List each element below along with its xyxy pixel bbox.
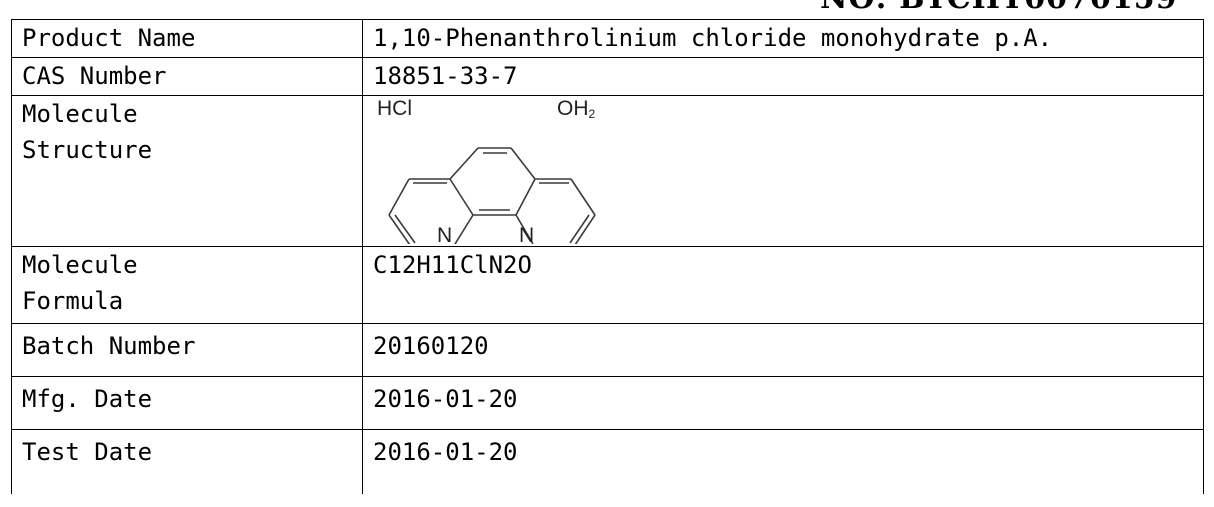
row-label: Molecule Formula [11,246,363,324]
row-label: Mfg. Date [11,376,363,430]
table-row-cas-number: CAS Number 18851-33-7 [11,57,1204,96]
cas-number-value: 18851-33-7 [362,57,1204,96]
phenanthroline-structure-icon: N N [388,147,596,244]
table-row-mfg-date: Mfg. Date 2016-01-20 [11,376,1204,430]
mfg-date-value: 2016-01-20 [362,376,1204,430]
product-name-value: 1,10-Phenanthrolinium chloride monohydra… [362,19,1204,58]
svg-text:N: N [519,224,534,244]
table-row-batch-number: Batch Number 20160120 [11,323,1204,377]
batch-number-value: 20160120 [362,323,1204,377]
row-label: Product Name [11,19,363,58]
test-date-value: 2016-01-20 [362,429,1204,494]
row-label: Molecule Structure [11,95,363,247]
svg-text:N: N [437,224,452,244]
table-row-molecule-formula: Molecule Formula C12H11ClN2O [11,246,1204,324]
molecule-structure-cell: HCl OH2 [362,95,1204,247]
row-label: CAS Number [11,57,363,96]
table-row-product-name: Product Name 1,10-Phenanthrolinium chlor… [11,19,1204,58]
molecule-structure-image: HCl OH2 [373,97,633,244]
water-label: OH2 [557,97,596,121]
molecule-formula-value: C12H11ClN2O [362,246,1204,324]
row-label: Batch Number [11,323,363,377]
document-number: NO: BYCHT0070159 [820,0,1177,16]
table-row-test-date: Test Date 2016-01-20 [11,429,1204,494]
hcl-label: HCl [377,97,412,120]
table-row-molecule-structure: Molecule Structure HCl OH2 [11,95,1204,247]
row-label: Test Date [11,429,363,494]
specification-table: Product Name 1,10-Phenanthrolinium chlor… [11,19,1204,494]
